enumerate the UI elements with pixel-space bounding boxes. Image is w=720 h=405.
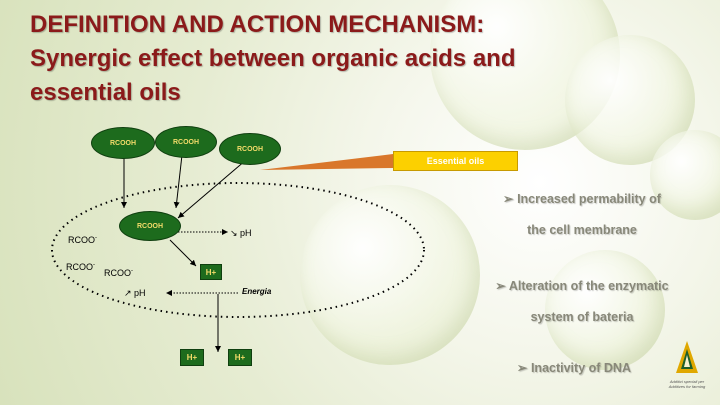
hplus-inner: H+: [200, 264, 222, 280]
essential-oils-pointer: [260, 154, 393, 170]
logo-text-2: Additives for farming: [668, 384, 706, 389]
slide-title: DEFINITION AND ACTION MECHANISM: Synergi…: [30, 8, 670, 110]
rcoo-label-1: RCOO-: [68, 235, 97, 245]
arrow-top3-to-center: [177, 159, 247, 219]
bullet-item-1-line-2: the cell membrane: [527, 223, 637, 237]
logo-mark-icon: [676, 341, 698, 373]
bullet-item-2: ➢ Alteration of the enzymatic system of …: [444, 271, 720, 333]
bullet-item-2-line-1: ➢ Alteration of the enzymatic: [495, 279, 669, 293]
logo-text-1: Additivi speciali per: [669, 379, 705, 384]
title-line-2: Synergic effect between organic acids an…: [30, 45, 516, 72]
bullet-item-3-line-1: ➢ Inactivity of DNA: [517, 361, 631, 375]
bubble-decoration: [300, 185, 480, 365]
arrow-center-to-hplus: [169, 239, 197, 267]
arrow-top2-to-center: [173, 154, 183, 209]
hplus-bottom-1: H+: [180, 349, 204, 366]
bullet-item-3: ➢ Inactivity of DNA: [466, 353, 682, 384]
hplus-bottom-2: H+: [228, 349, 252, 366]
title-line-3: essential oils: [30, 79, 181, 106]
bubble-decoration: [545, 250, 665, 370]
company-logo: Additivi speciali per Additives for farm…: [662, 340, 712, 402]
ph-increase-label: ↗ pH: [124, 288, 146, 298]
rcoo-label-3: RCOO-: [104, 268, 133, 278]
bubble-decoration: [650, 130, 720, 220]
rcoo-label-2: RCOO-: [66, 262, 95, 272]
title-line-1: DEFINITION AND ACTION MECHANISM:: [30, 11, 485, 38]
bullet-item-1-line-1: ➢ Increased permability of: [503, 192, 661, 206]
ph-decrease-label: ↘ pH: [230, 228, 252, 238]
essential-oils-box: Essential oils: [393, 151, 518, 171]
rcooh-node-2: RCOOH: [156, 127, 216, 157]
rcooh-node-center: RCOOH: [120, 212, 180, 240]
energia-label: Energia: [242, 287, 272, 296]
cell-boundary: [51, 182, 425, 318]
rcooh-node-3: RCOOH: [220, 134, 280, 164]
bullet-item-2-line-2: system of bateria: [530, 310, 634, 324]
rcooh-node-1: RCOOH: [92, 128, 154, 158]
bullet-item-1: ➢ Increased permability of the cell memb…: [452, 184, 712, 246]
